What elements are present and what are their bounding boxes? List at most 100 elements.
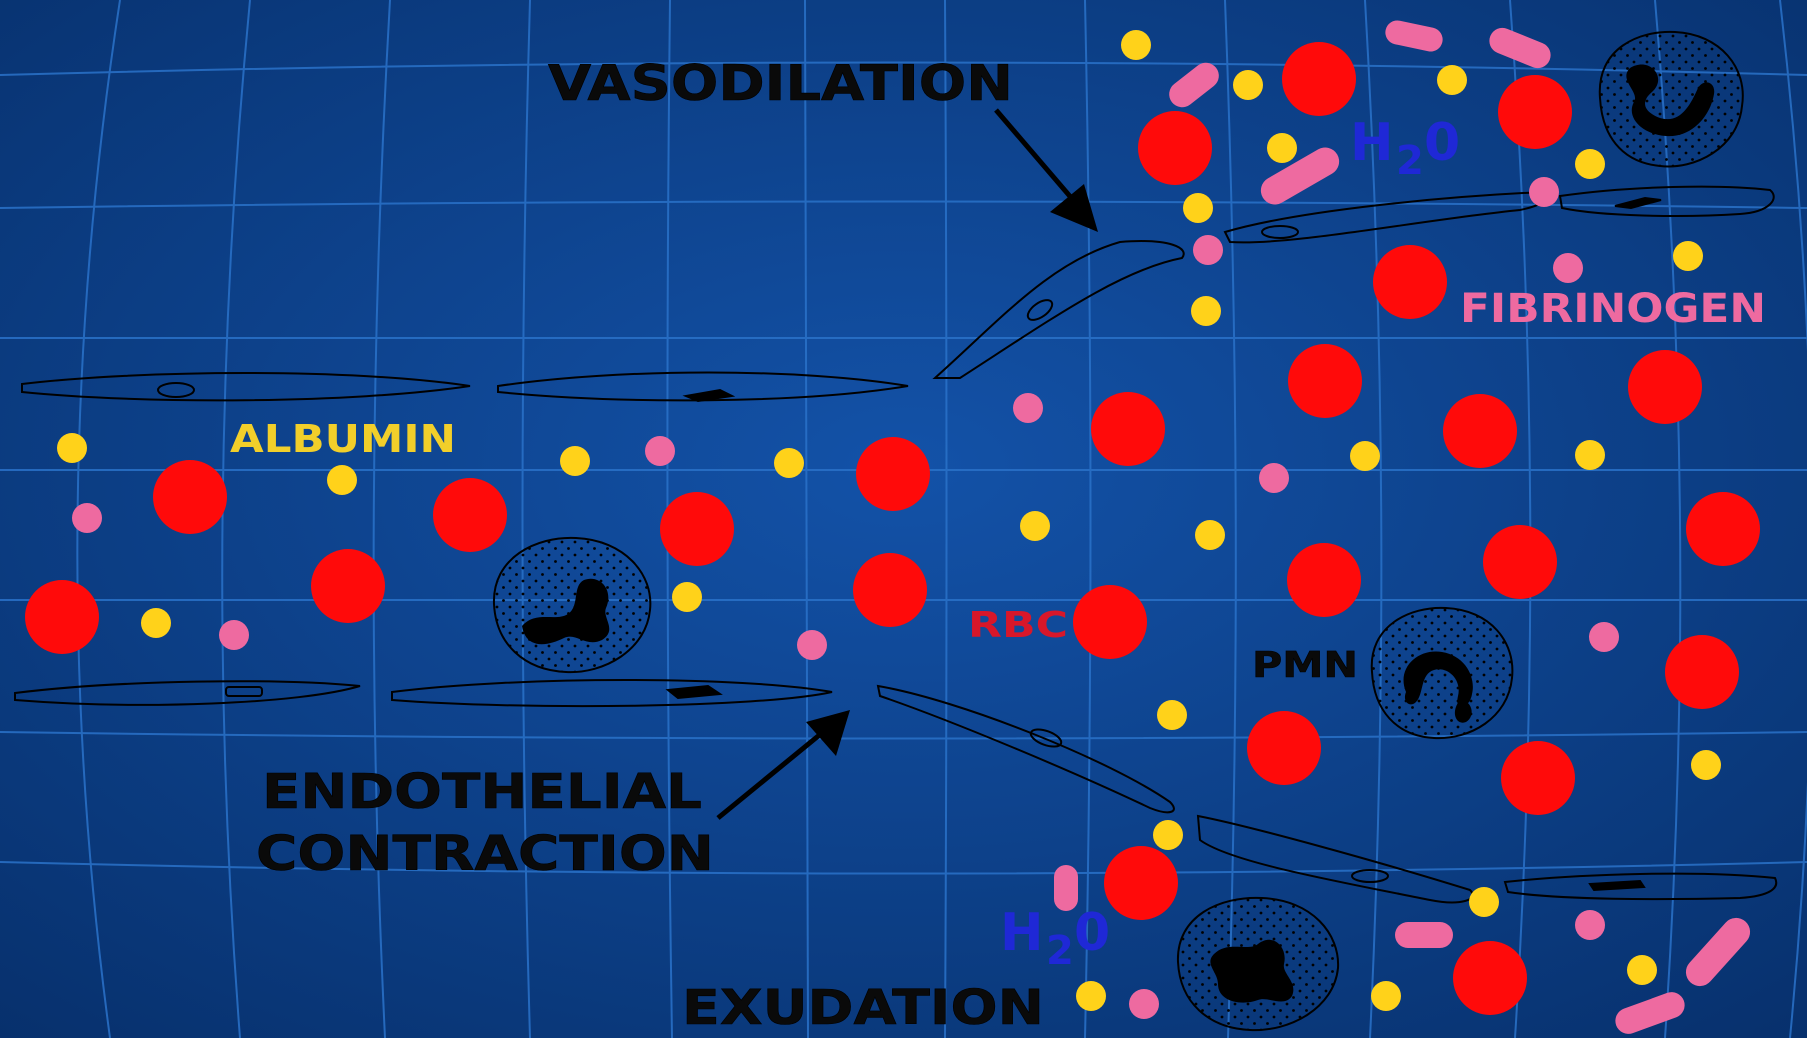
fibrinogen-particle — [1013, 393, 1043, 423]
albumin-particle — [560, 446, 590, 476]
red-blood-cell — [1665, 635, 1739, 709]
fibrinogen-particle — [1129, 989, 1159, 1019]
red-blood-cell — [1498, 75, 1572, 149]
endothelial-cell — [1558, 185, 1775, 217]
vasodilation-label: VASODILATION — [548, 55, 1013, 112]
rbc-label: RBC — [968, 605, 1068, 646]
fibrinogen-rod — [1169, 62, 1219, 108]
neutrophils — [492, 30, 1744, 1032]
albumin-particle — [1691, 750, 1721, 780]
labels: VASODILATION ALBUMIN FIBRINOGEN RBC PMN … — [230, 55, 1766, 1037]
albumin-particle — [1076, 981, 1106, 1011]
albumin-particle — [774, 448, 804, 478]
arrows — [716, 108, 1098, 820]
fibrinogen-rod — [1054, 865, 1078, 911]
albumin-particle — [1627, 955, 1657, 985]
water-label-subscript: 2 — [1396, 138, 1424, 184]
endothelial-cells — [14, 185, 1778, 904]
albumin-particle — [1469, 887, 1499, 917]
fibrinogen-particle — [1529, 177, 1559, 207]
water-label-h: H — [1000, 903, 1044, 963]
fibrinogen-particle — [1575, 910, 1605, 940]
albumin-particle — [1020, 511, 1050, 541]
fibrinogen-particle — [1193, 235, 1223, 265]
red-blood-cell — [1138, 111, 1212, 185]
red-blood-cell — [1686, 492, 1760, 566]
red-blood-cell — [25, 580, 99, 654]
fibrinogen-particle — [72, 503, 102, 533]
red-blood-cell — [856, 437, 930, 511]
endothelial-cell — [1503, 872, 1778, 901]
fibrinogen-label: FIBRINOGEN — [1460, 286, 1766, 332]
endothelial-cell — [932, 240, 1185, 379]
pmn-label: PMN — [1252, 645, 1358, 686]
red-blood-cell — [660, 492, 734, 566]
fibrinogen-particle — [219, 620, 249, 650]
endothelial-cell — [391, 679, 833, 708]
albumin-particle — [1575, 440, 1605, 470]
vasodilation-arrow — [994, 108, 1098, 232]
endothelial-label: ENDOTHELIAL — [262, 764, 702, 820]
albumin-particle — [1157, 700, 1187, 730]
red-blood-cell — [1453, 941, 1527, 1015]
albumin-particle — [1371, 981, 1401, 1011]
exudation-label: EXUDATION — [682, 980, 1044, 1036]
fibrinogen-rod — [1615, 992, 1685, 1034]
albumin-particle — [1233, 70, 1263, 100]
red-blood-cell — [1247, 711, 1321, 785]
albumin-particle — [1673, 241, 1703, 271]
red-blood-cell — [1287, 543, 1361, 617]
albumin-particle — [1350, 441, 1380, 471]
fibrinogen-rod — [1395, 922, 1453, 948]
water-label-subscript: 2 — [1046, 928, 1074, 974]
water-label: H 2 0 — [1000, 903, 1110, 974]
albumin-particle — [1121, 30, 1151, 60]
red-blood-cell — [1104, 846, 1178, 920]
albumin-particle — [1153, 820, 1183, 850]
endothelial-cell — [497, 371, 909, 403]
red-blood-cell — [1443, 394, 1517, 468]
water-label-o: 0 — [1424, 113, 1460, 173]
red-blood-cell — [1501, 741, 1575, 815]
albumin-particle — [141, 608, 171, 638]
fibrinogen-particle — [1259, 463, 1289, 493]
water-label-o: 0 — [1074, 903, 1110, 963]
red-blood-cell — [1073, 585, 1147, 659]
fibrinogen-particle — [645, 436, 675, 466]
red-blood-cell — [1282, 42, 1356, 116]
water-label: H 2 0 — [1350, 113, 1460, 184]
fibrinogen-rod — [1685, 917, 1751, 987]
red-blood-cell — [853, 553, 927, 627]
red-blood-cell — [311, 549, 385, 623]
red-blood-cell — [433, 478, 507, 552]
water-label-h: H — [1350, 113, 1394, 173]
albumin-particle — [1437, 65, 1467, 95]
neutrophil — [1598, 30, 1744, 168]
endothelial-cell — [876, 684, 1175, 814]
blood-particles — [25, 20, 1760, 1034]
fibrinogen-particle — [1553, 253, 1583, 283]
red-blood-cell — [1483, 525, 1557, 599]
albumin-particle — [1267, 133, 1297, 163]
albumin-label: ALBUMIN — [230, 417, 456, 461]
albumin-particle — [672, 582, 702, 612]
albumin-particle — [1191, 296, 1221, 326]
red-blood-cell — [1091, 392, 1165, 466]
fibrinogen-rod — [1385, 20, 1443, 52]
fibrinogen-rod — [1260, 147, 1340, 205]
fibrinogen-particle — [797, 630, 827, 660]
red-blood-cell — [1373, 245, 1447, 319]
red-blood-cell — [1628, 350, 1702, 424]
neutrophil — [492, 536, 652, 674]
albumin-particle — [1183, 193, 1213, 223]
albumin-particle — [57, 433, 87, 463]
red-blood-cell — [153, 460, 227, 534]
neutrophil — [1176, 896, 1340, 1032]
endothelial-cell — [1196, 814, 1474, 904]
contraction-label: CONTRACTION — [256, 826, 714, 882]
neutrophil — [1370, 606, 1514, 740]
albumin-particle — [327, 465, 357, 495]
